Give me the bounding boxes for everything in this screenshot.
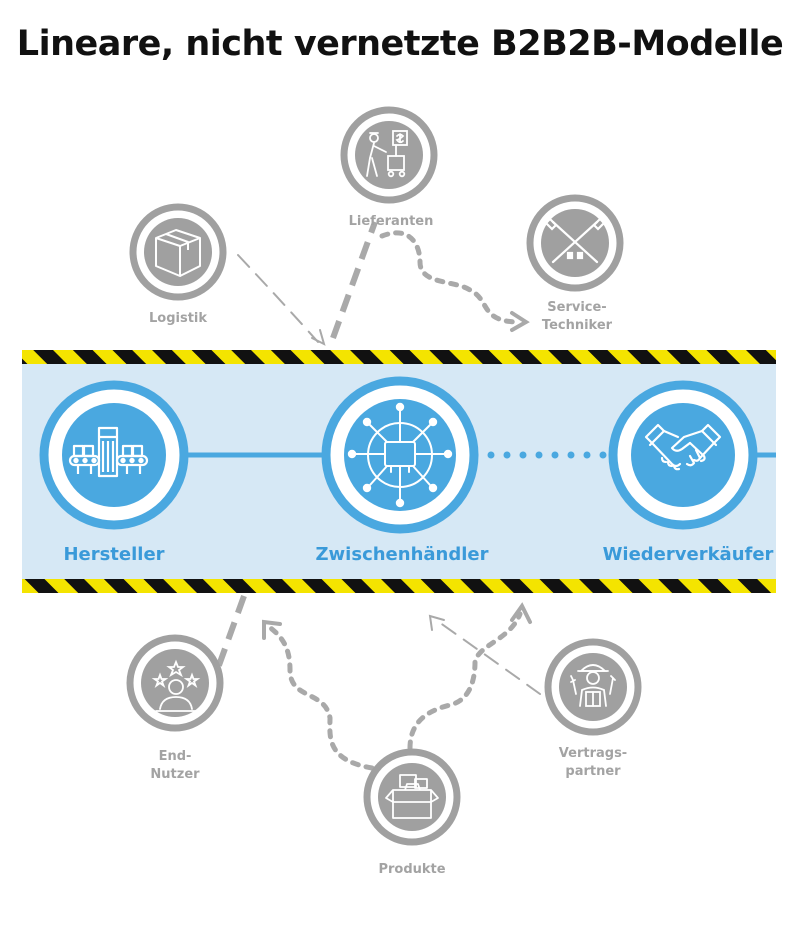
hazard-stripe-bottom [22, 579, 776, 593]
handshake-icon [644, 423, 722, 471]
connector-logistik [237, 254, 319, 343]
label-zwischenhaendler: Zwischenhändler [315, 544, 489, 565]
label-lieferanten: Lieferanten [348, 214, 434, 229]
connector-lieferanten [330, 220, 378, 340]
node-vertragspartner [544, 638, 642, 736]
supplier-cart-icon [366, 130, 408, 178]
open-box-icon [385, 774, 439, 819]
factory-conveyor-icon [68, 426, 149, 478]
node-zwischenhaendler [321, 376, 479, 534]
arrowhead-produkte-right [510, 602, 532, 624]
arrowhead-service [510, 311, 530, 332]
connector-produkte-right [407, 611, 523, 751]
node-produkte [363, 748, 461, 846]
hazard-stripe-top [22, 350, 776, 364]
crossed-tools-icon [544, 217, 606, 264]
page-title: Lineare, nicht vernetzte B2B2B-Modelle [16, 24, 784, 64]
node-wiederverkaeufer [608, 380, 758, 530]
label-vertragspartner: Vertrags- partner [558, 746, 628, 779]
rating-person-icon [151, 659, 201, 712]
label-produkte: Produkte [378, 862, 446, 877]
label-logistik: Logistik [148, 311, 208, 326]
label-hersteller: Hersteller [63, 544, 165, 565]
connector-vertragspartner [435, 619, 541, 695]
node-hersteller [39, 380, 189, 530]
arrowhead-vertragspartner [428, 614, 445, 631]
node-service [526, 194, 624, 292]
label-endnutzer: End- Nutzer [150, 749, 200, 782]
worker-helmet-icon [570, 664, 616, 707]
node-endnutzer [126, 634, 224, 732]
label-service: Service- Techniker [541, 300, 613, 333]
network-hub-icon [347, 402, 453, 508]
connector-service [379, 230, 518, 325]
node-logistik [129, 203, 227, 301]
connector-endnutzer [215, 594, 247, 670]
connector-produkte-left [265, 623, 375, 771]
arrowhead-produkte-left [262, 619, 282, 640]
satellite-connectors [215, 220, 541, 771]
label-wiederverkaeufer: Wiederverkäufer [602, 544, 774, 565]
package-box-icon [155, 229, 201, 277]
arrowhead-logistik [311, 329, 326, 346]
node-lieferanten [340, 106, 438, 204]
